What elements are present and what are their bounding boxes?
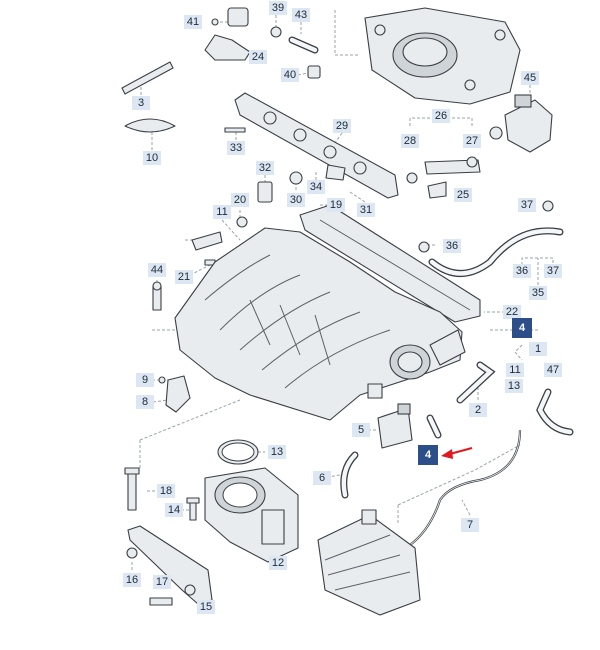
callout-20: 20 bbox=[231, 193, 249, 207]
callout-8: 8 bbox=[136, 395, 154, 409]
callout-21: 21 bbox=[175, 270, 193, 284]
callout-41: 41 bbox=[184, 15, 202, 29]
callout-6: 6 bbox=[313, 471, 331, 485]
small-parts-top bbox=[121, 7, 321, 133]
callout-13-right: 13 bbox=[505, 379, 523, 393]
callout-13-o-ring: 13 bbox=[268, 445, 286, 459]
callout-11-right: 11 bbox=[506, 363, 524, 377]
callout-10: 10 bbox=[143, 151, 161, 165]
callout-1: 1 bbox=[529, 342, 547, 356]
callout-2: 2 bbox=[469, 403, 487, 417]
callout-32: 32 bbox=[256, 161, 274, 175]
part-29-fuel-rail bbox=[234, 92, 399, 199]
part-26-injector bbox=[406, 156, 481, 199]
callout-11-left: 11 bbox=[213, 205, 231, 219]
part-5-valve bbox=[340, 361, 496, 499]
callout-9: 9 bbox=[136, 373, 154, 387]
callout-39: 39 bbox=[269, 1, 287, 15]
callout-28: 28 bbox=[401, 134, 419, 148]
callout-37-top: 37 bbox=[518, 198, 536, 212]
highlight-callout-4-lower[interactable]: 4 bbox=[418, 445, 438, 465]
callout-47: 47 bbox=[544, 363, 562, 377]
callout-29: 29 bbox=[333, 119, 351, 133]
part-47-hose bbox=[409, 388, 574, 546]
callout-37-bottom: 37 bbox=[544, 264, 562, 278]
callout-19: 19 bbox=[327, 198, 345, 212]
callout-12: 12 bbox=[269, 556, 287, 570]
callout-25: 25 bbox=[454, 188, 472, 202]
callout-17: 17 bbox=[153, 575, 171, 589]
callout-7: 7 bbox=[461, 518, 479, 532]
leader-lines bbox=[131, 10, 554, 596]
callout-43: 43 bbox=[292, 8, 310, 22]
callout-35: 35 bbox=[529, 286, 547, 300]
callout-24: 24 bbox=[249, 50, 267, 64]
callout-30: 30 bbox=[287, 193, 305, 207]
part-1-intake-manifold bbox=[174, 227, 466, 421]
part-46-housing bbox=[364, 7, 521, 105]
callout-3: 3 bbox=[132, 96, 150, 110]
callout-45: 45 bbox=[521, 71, 539, 85]
callout-27: 27 bbox=[463, 134, 481, 148]
part-12-throttle-body bbox=[204, 467, 299, 563]
callout-40: 40 bbox=[281, 68, 299, 82]
callout-5: 5 bbox=[352, 423, 370, 437]
part-35-hose bbox=[418, 200, 564, 277]
part-45-pump bbox=[489, 94, 553, 153]
callout-16: 16 bbox=[123, 573, 141, 587]
callout-15: 15 bbox=[197, 600, 215, 614]
callout-26: 26 bbox=[432, 109, 450, 123]
part-8-sensor bbox=[158, 375, 191, 413]
callout-33: 33 bbox=[227, 141, 245, 155]
part-18-bolt bbox=[124, 467, 200, 521]
callout-22: 22 bbox=[503, 305, 521, 319]
callout-14: 14 bbox=[165, 503, 183, 517]
callout-36-top: 36 bbox=[443, 239, 461, 253]
callout-36-bottom: 36 bbox=[513, 264, 531, 278]
part-air-filter-box bbox=[317, 509, 421, 616]
callout-44: 44 bbox=[148, 263, 166, 277]
callout-18: 18 bbox=[157, 484, 175, 498]
callout-34: 34 bbox=[307, 180, 325, 194]
part-13-o-ring bbox=[217, 439, 259, 465]
highlight-callout-4-upper[interactable]: 4 bbox=[512, 318, 532, 338]
callout-31: 31 bbox=[357, 203, 375, 217]
